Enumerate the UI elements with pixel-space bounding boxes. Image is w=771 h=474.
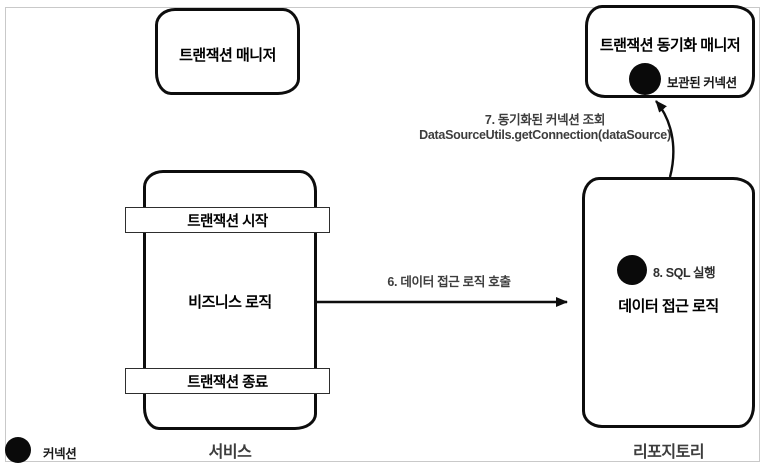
transaction-manager-title: 트랜잭션 매니저 <box>179 47 276 64</box>
edge-call-data-access-label: 6. 데이터 접근 로직 호출 <box>387 275 511 289</box>
repository-caption: 리포지토리 <box>632 444 705 461</box>
edge-lookup-connection-label-line1: 7. 동기화된 커넥션 조회 <box>484 113 606 127</box>
sql-connection-dot-icon <box>617 255 647 285</box>
edge-lookup-connection-label-line2: DataSourceUtils.getConnection(dataSource… <box>419 127 671 142</box>
transaction-end-bar: 트랜잭션 종료 <box>125 368 330 394</box>
service-body-label: 비즈니스 로직 <box>188 294 272 311</box>
legend-connection-label: 커넥션 <box>43 447 77 461</box>
legend-connection-dot-icon <box>5 437 31 463</box>
repository-body-label: 데이터 접근 로직 <box>618 298 719 315</box>
stored-connection-label: 보관된 커넥션 <box>667 76 737 90</box>
node-transaction-sync-manager: 트랜잭션 동기화 매니저 <box>585 5 755 98</box>
stored-connection-dot-icon <box>629 63 661 95</box>
transaction-sync-manager-title: 트랜잭션 동기화 매니저 <box>599 37 741 54</box>
service-caption: 서비스 <box>208 444 252 461</box>
transaction-start-bar: 트랜잭션 시작 <box>125 207 330 233</box>
node-repository: 데이터 접근 로직 <box>582 177 755 428</box>
edge-lookup-connection-label: 7. 동기화된 커넥션 조회 DataSourceUtils.getConnec… <box>388 113 702 142</box>
sql-step-label: 8. SQL 실행 <box>653 266 716 280</box>
node-transaction-manager: 트랜잭션 매니저 <box>155 8 300 95</box>
